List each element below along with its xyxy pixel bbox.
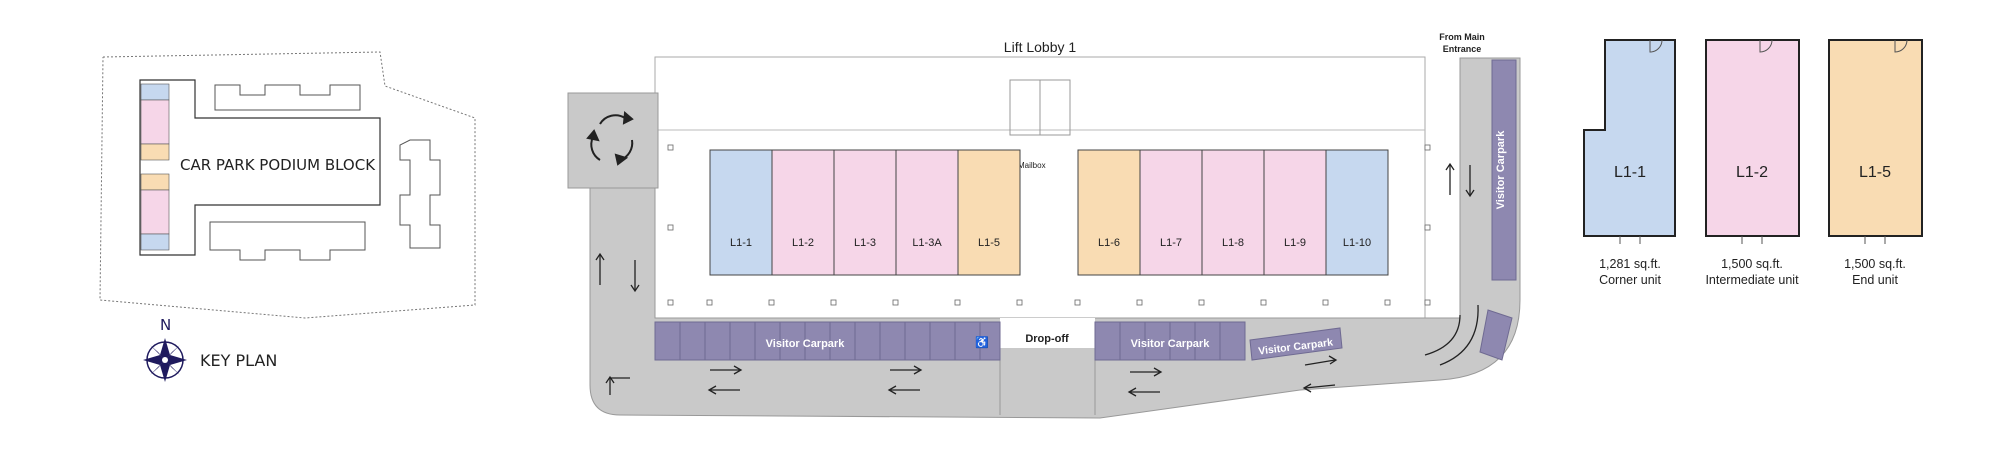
- unit-l1-1[interactable]: [709, 149, 773, 276]
- unit-l1-9[interactable]: [1263, 149, 1327, 276]
- unit-l1-7[interactable]: [1139, 149, 1203, 276]
- podium-block-outline: [139, 79, 381, 256]
- unit-legend: L1-1 1,281 sq.ft. Corner unit L1-2 1,500…: [1583, 39, 1923, 287]
- unit-l1-2[interactable]: [771, 149, 835, 276]
- visitor-carpark-angled: [1249, 327, 1343, 361]
- unit-label: L1-7: [1160, 237, 1182, 249]
- legend-area: 1,281 sq.ft.: [1599, 257, 1661, 271]
- key-corner-top: [140, 83, 170, 101]
- unit-label: L1-3: [854, 237, 876, 249]
- lift-lobby-label: Lift Lobby 1: [1004, 39, 1077, 55]
- legend-type: Intermediate unit: [1705, 273, 1799, 287]
- traffic-arrows: [595, 162, 1479, 397]
- unit-label: L1-8: [1222, 237, 1244, 249]
- unit-l1-3a[interactable]: [895, 149, 959, 276]
- key-intermediate-bottom: [140, 189, 170, 235]
- ramp-area: [567, 92, 659, 189]
- unit-l1-3[interactable]: [833, 149, 897, 276]
- podium-block-label: CAR PARK PODIUM BLOCK: [180, 156, 376, 174]
- unit-l1-8[interactable]: [1201, 149, 1265, 276]
- north-label: N: [160, 316, 171, 334]
- visitor-carpark-middle-label: Visitor Carpark: [1131, 338, 1211, 350]
- legend-type: End unit: [1852, 273, 1898, 287]
- unit-label: L1-1: [730, 237, 752, 249]
- legend-code: L1-5: [1859, 164, 1891, 181]
- unit-label: L1-10: [1343, 237, 1371, 249]
- circulation-arrows-icon: [586, 110, 634, 166]
- key-intermediate-top: [140, 99, 170, 145]
- mailbox-label: Mailbox: [1018, 161, 1046, 170]
- compass-icon: [143, 338, 187, 382]
- legend-area: 1,500 sq.ft.: [1721, 257, 1783, 271]
- site-plan: ♿ Visitor Carpark Visitor Carpark Visito…: [567, 32, 1521, 419]
- visitor-carpark-left-label: Visitor Carpark: [766, 338, 846, 350]
- entrance-label-line1: From Main: [1439, 32, 1485, 42]
- unit-l1-6[interactable]: [1077, 149, 1141, 276]
- residential-block-top: [214, 84, 361, 111]
- visitor-carpark-left: [654, 321, 1001, 361]
- legend-shape-intermediate: [1705, 39, 1800, 237]
- carpark-bays-left: [679, 322, 981, 360]
- unit-label: L1-3A: [912, 237, 942, 249]
- unit-label: L1-5: [978, 237, 1000, 249]
- key-plan: CAR PARK PODIUM BLOCK N KEY PLAN: [99, 51, 476, 382]
- key-plan-caption: KEY PLAN: [200, 351, 277, 370]
- key-corner-bottom: [140, 233, 170, 251]
- structural-columns: [667, 144, 1431, 306]
- drop-off-zone: [1000, 318, 1095, 348]
- unit-label: L1-9: [1284, 237, 1306, 249]
- legend-area: 1,500 sq.ft.: [1844, 257, 1906, 271]
- drop-off-label: Drop-off: [1025, 333, 1069, 345]
- key-end-bottom: [140, 173, 170, 191]
- unit-label: L1-2: [792, 237, 814, 249]
- door-swing-marks: [1619, 39, 1908, 244]
- units-row-right: L1-6 L1-7 L1-8 L1-9 L1-10: [1077, 149, 1389, 276]
- accessible-parking-icon: ♿: [975, 336, 989, 349]
- site-boundary: [99, 51, 476, 319]
- unit-l1-5[interactable]: [957, 149, 1021, 276]
- legend-type: Corner unit: [1599, 273, 1661, 287]
- visitor-carpark-corner: [1479, 309, 1513, 361]
- residential-block-bottom: [209, 221, 366, 261]
- units-row-left: L1-1 L1-2 L1-3 L1-3A L1-5: [709, 149, 1021, 276]
- entrance-label-line2: Entrance: [1443, 44, 1482, 54]
- unit-l1-10[interactable]: [1325, 149, 1389, 276]
- key-end-top: [140, 143, 170, 161]
- legend-shape-corner: [1583, 39, 1676, 237]
- legend-shape-end: [1828, 39, 1923, 237]
- visitor-carpark-vertical-label: Visitor Carpark: [1495, 130, 1507, 210]
- visitor-carpark-vertical: [1491, 59, 1517, 281]
- legend-code: L1-2: [1736, 164, 1768, 181]
- unit-label: L1-6: [1098, 237, 1120, 249]
- residential-tower-right: [399, 139, 441, 249]
- legend-code: L1-1: [1614, 164, 1646, 181]
